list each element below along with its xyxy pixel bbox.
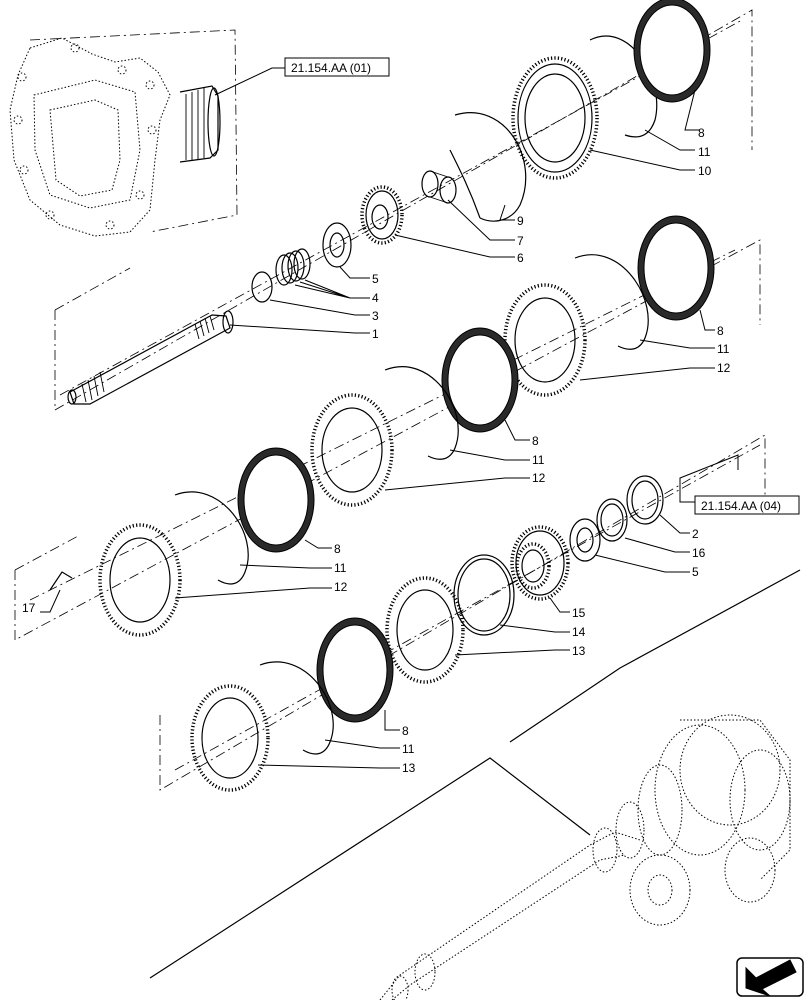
callout-11: 11	[717, 342, 730, 356]
washer-5-b	[569, 518, 601, 562]
reference-right[interactable]: 21.154.AA (04)	[694, 495, 800, 515]
clutch-hub-10	[511, 56, 599, 180]
callout-11: 11	[532, 453, 545, 467]
clutch-group-edge	[14, 534, 81, 571]
arrow-down-left-icon	[745, 959, 797, 997]
friction-disc-8-b	[637, 215, 715, 321]
callout-12: 12	[532, 471, 546, 485]
lower-group-boundary	[159, 434, 766, 791]
reference-top[interactable]: 21.154.AA (01)	[284, 57, 390, 77]
callout-8: 8	[334, 542, 341, 556]
snap-ring-3	[251, 271, 273, 303]
callout-13: 13	[402, 761, 416, 775]
snap-ring-9	[454, 112, 527, 222]
callout-10: 10	[698, 164, 712, 178]
clutch-group-boundary	[14, 239, 761, 641]
clutch-pack	[49, 215, 715, 637]
steel-plate-12-b	[503, 283, 587, 397]
callout-7: 7	[517, 234, 524, 248]
callout-12: 12	[334, 580, 348, 594]
friction-disc-8-e	[316, 617, 394, 723]
clutch-axis-line	[29, 249, 736, 601]
steel-plate-13-b	[190, 684, 270, 792]
ring-11-b	[574, 254, 649, 350]
callout-8: 8	[532, 434, 539, 448]
callout-16: 16	[692, 546, 706, 560]
bushing-7	[421, 170, 457, 204]
callout-11: 11	[402, 742, 415, 756]
reference-top-label: 21.154.AA (01)	[291, 61, 371, 75]
callout-13: 13	[572, 644, 586, 658]
lower-pack	[190, 617, 394, 792]
callout-15: 15	[572, 606, 586, 620]
shaft-assembly	[67, 0, 711, 405]
washer-5	[322, 222, 352, 268]
friction-disc-8-c	[441, 327, 519, 433]
ring-14	[453, 554, 515, 636]
navigation-button[interactable]	[736, 957, 804, 997]
steel-plate-13-a	[385, 576, 465, 684]
transmission-housing	[9, 37, 221, 237]
housing-group-boundary	[29, 29, 238, 233]
section-line-upper	[509, 569, 801, 743]
callout-6: 6	[517, 251, 524, 265]
ring-11-c	[384, 366, 459, 460]
section-line-lower	[149, 757, 591, 979]
callout-17: 17	[22, 601, 36, 615]
steel-plate-12-d	[98, 523, 182, 637]
callout-2: 2	[692, 527, 699, 541]
callout-12: 12	[717, 361, 731, 375]
callout-11: 11	[334, 561, 347, 575]
callout-5: 5	[692, 565, 699, 579]
ring-16	[596, 498, 628, 542]
lower-axis-line	[174, 444, 761, 771]
steel-plate-12-c	[310, 393, 394, 507]
right-parts-group	[385, 475, 664, 684]
gear-15	[510, 525, 570, 601]
ring-11-d	[174, 491, 249, 585]
shaft-1	[69, 314, 231, 405]
callouts: 8 11 10 9 7 6 5 4 3 1 8 11 12 8 11 12 8 …	[22, 126, 731, 775]
friction-disc-8-d	[237, 447, 315, 553]
callout-5: 5	[372, 272, 379, 286]
callout-8: 8	[717, 324, 724, 338]
section-lines	[149, 569, 801, 979]
callout-1: 1	[372, 327, 379, 341]
snap-ring-2	[626, 475, 664, 525]
assembled-unit	[379, 714, 791, 1000]
shaft-group-boundary	[54, 9, 753, 411]
callout-3: 3	[372, 309, 379, 323]
callout-8: 8	[698, 126, 705, 140]
gear-6	[360, 185, 404, 245]
callout-4: 4	[372, 291, 379, 305]
callout-14: 14	[572, 625, 586, 639]
spring-4	[275, 248, 311, 286]
reference-right-label: 21.154.AA (04)	[701, 499, 781, 513]
callout-9: 9	[517, 214, 524, 228]
ring-11-top	[589, 35, 658, 138]
pin-17	[49, 571, 73, 591]
callout-11: 11	[698, 145, 711, 159]
shaft-group-edge	[54, 267, 131, 311]
callout-8: 8	[402, 724, 409, 738]
friction-disc-8-top	[633, 0, 711, 103]
leader-lines	[40, 67, 739, 769]
ring-11-e	[259, 661, 334, 755]
